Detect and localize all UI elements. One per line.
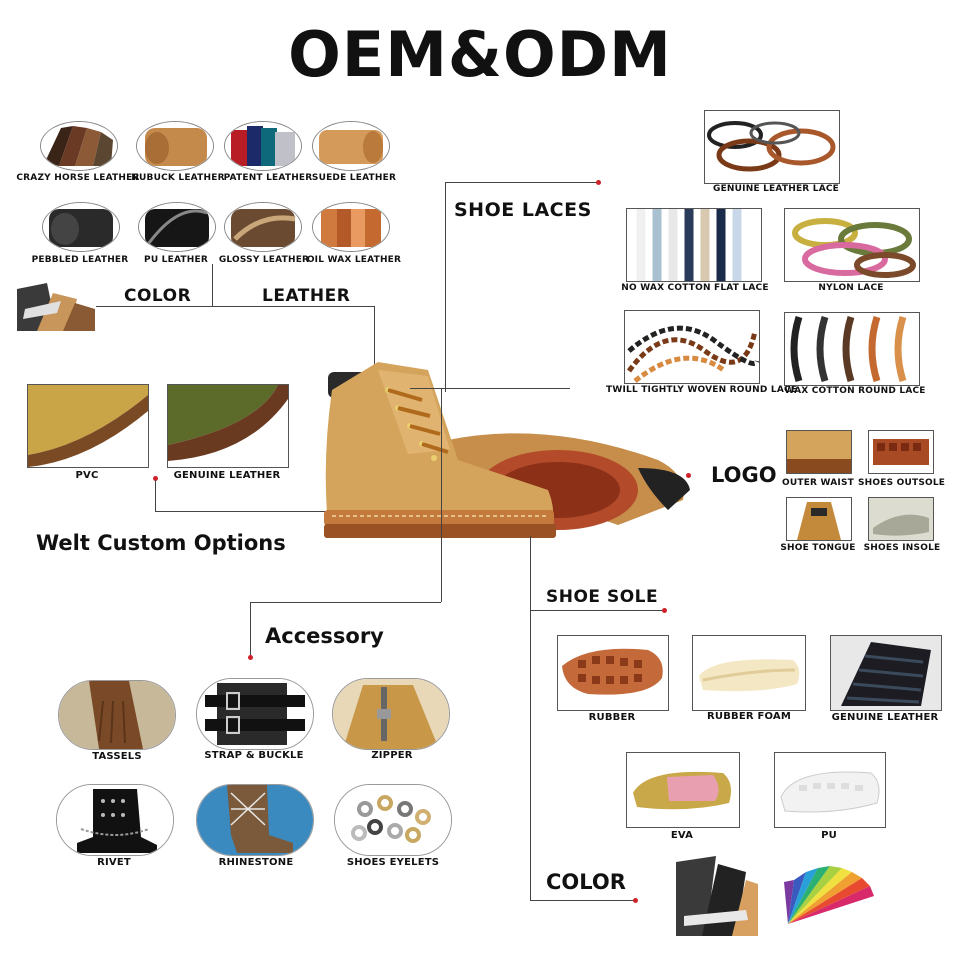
no-wax-cotton-flat-lace-label: NO WAX COTTON FLAT LACE <box>621 283 769 293</box>
connector-line <box>445 182 446 392</box>
connector-line <box>250 602 251 657</box>
page-title: OEM&ODM <box>288 18 672 91</box>
suede-leather-image <box>312 121 390 171</box>
oil-wax-leather-image <box>312 202 390 252</box>
genuine-leather-welt-image <box>167 384 289 468</box>
rivet-label: RIVET <box>97 857 131 868</box>
shoe-laces-label: SHOE LACES <box>454 199 592 221</box>
pebbled-leather-label: PEBBLED LEATHER <box>31 255 129 265</box>
glossy-leather-image <box>224 202 302 252</box>
connector-dot <box>686 473 691 478</box>
rhinestone-label: RHINESTONE <box>218 857 294 868</box>
zipper-image <box>332 678 450 750</box>
connector-line <box>530 900 635 901</box>
color-fan-palette-image <box>778 862 876 932</box>
shoes-eyelets-image <box>334 784 452 856</box>
connector-line <box>530 536 531 900</box>
twill-tightly-woven-round-lace-label: TWILL TIGHTLY WOVEN ROUND LACE <box>606 385 798 395</box>
wax-cotton-round-lace-image <box>784 312 920 386</box>
leather-color-swatch-image <box>17 279 95 331</box>
welt-custom-options-label: Welt Custom Options <box>36 531 286 555</box>
glossy-leather-label: GLOSSY LEATHER <box>218 255 310 265</box>
rubber-foam-label: RUBBER FOAM <box>706 711 792 722</box>
connector-dot <box>662 608 667 613</box>
shoe-sole-label: SHOE SOLE <box>546 587 659 607</box>
eva-label: EVA <box>670 830 694 841</box>
pvc-welt-image <box>27 384 149 468</box>
connector-dot <box>596 180 601 185</box>
patent-leather-image <box>224 121 302 171</box>
pu-leather-image <box>138 202 216 252</box>
rhinestone-image <box>196 784 314 856</box>
pvc-label: PVC <box>75 470 99 481</box>
pebbled-leather-image <box>42 202 120 252</box>
shoes-eyelets-label: SHOES EYELETS <box>346 857 440 868</box>
genuine-leather-lace-label: GENUINE LEATHER LACE <box>712 184 840 194</box>
crazy-horse-leather-image <box>40 121 118 171</box>
shoe-tongue-image <box>786 497 852 541</box>
patent-leather-label: PATENT LEATHER <box>223 173 313 183</box>
shoes-outsole-logo-image <box>868 430 934 474</box>
connector-line <box>441 388 442 602</box>
nubuck-leather-image <box>136 121 214 171</box>
connector-line <box>410 388 570 389</box>
oil-wax-leather-label: OIL WAX LEATHER <box>306 255 402 265</box>
strap-and-buckle-image <box>196 678 314 750</box>
connector-line <box>250 602 441 603</box>
connector-dot <box>248 655 253 660</box>
shoes-insole-label: SHOES INSOLE <box>863 543 941 553</box>
connector-line <box>155 480 156 511</box>
connector-line <box>445 182 597 183</box>
tassels-image <box>58 680 176 750</box>
zipper-label: ZIPPER <box>371 750 413 761</box>
sole-color-swatch-image <box>676 856 758 936</box>
accessory-label: Accessory <box>265 624 384 648</box>
strap-and-buckle-label: STRAP & BUCKLE <box>204 750 304 761</box>
rubber-sole-image <box>557 635 669 711</box>
logo-label: LOGO <box>711 463 777 487</box>
connector-dot <box>153 476 158 481</box>
leather-color-label: COLOR <box>124 286 192 306</box>
eva-sole-image <box>626 752 740 828</box>
twill-tightly-woven-round-lace-image <box>624 310 760 384</box>
outer-waist-image <box>786 430 852 474</box>
rubber-foam-sole-image <box>692 635 806 711</box>
outer-waist-label: OUTER WAIST <box>782 478 854 488</box>
genuine-leather-sole-image <box>830 635 942 711</box>
shoes-insole-image <box>868 497 934 541</box>
rivet-image <box>56 784 174 856</box>
nubuck-leather-label: NUBUCK LEATHER <box>131 173 225 183</box>
pu-label: PU <box>821 830 837 841</box>
connector-line <box>212 264 213 306</box>
connector-line <box>530 610 664 611</box>
crazy-horse-leather-label: CRAZY HORSE LEATHER <box>16 173 140 183</box>
no-wax-cotton-flat-lace-image <box>626 208 762 282</box>
connector-line <box>155 511 395 512</box>
genuine-leather-lace-image <box>704 110 840 184</box>
connector-dot <box>633 898 638 903</box>
wax-cotton-round-lace-label: WAX COTTON ROUND LACE <box>784 386 926 396</box>
genuine-leather-welt-label: GENUINE LEATHER <box>173 470 281 481</box>
boot-image <box>318 350 698 550</box>
connector-line <box>96 306 374 307</box>
rubber-label: RUBBER <box>588 712 636 723</box>
genuine-leather-sole-label: GENUINE LEATHER <box>831 712 939 723</box>
sole-color-label: COLOR <box>546 870 626 894</box>
connector-line <box>374 306 375 410</box>
pu-leather-label: PU LEATHER <box>144 255 208 265</box>
leather-label: LEATHER <box>262 286 351 306</box>
nylon-lace-label: NYLON LACE <box>818 283 884 293</box>
nylon-lace-image <box>784 208 920 282</box>
tassels-label: TASSELS <box>92 751 142 762</box>
pu-sole-image <box>774 752 886 828</box>
suede-leather-label: SUEDE LEATHER <box>311 173 397 183</box>
shoe-tongue-label: SHOE TONGUE <box>780 543 856 553</box>
shoes-outsole-label: SHOES OUTSOLE <box>858 478 946 488</box>
